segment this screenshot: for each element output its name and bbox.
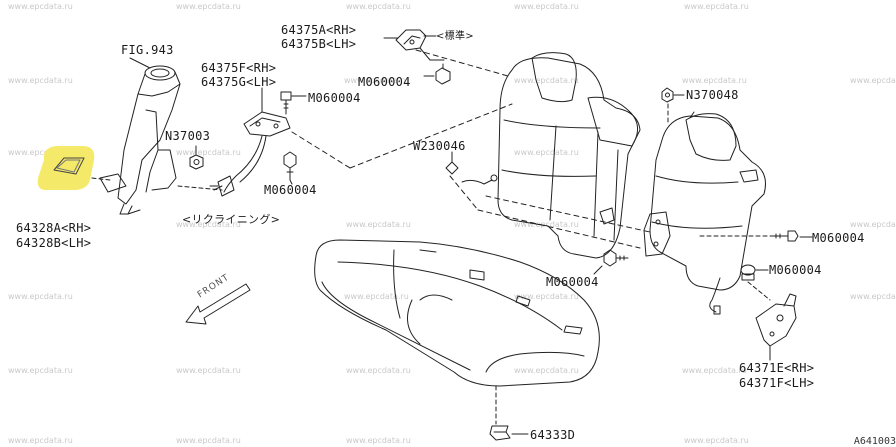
watermark: www.epcdata.ru <box>176 220 241 229</box>
label-64375b[interactable]: 64375B<LH> <box>281 37 357 51</box>
leader-line <box>593 265 603 275</box>
pillar-trim-panel <box>99 65 181 215</box>
highlighted-trim-cover[interactable] <box>37 146 95 190</box>
leader-line <box>213 185 223 191</box>
watermark: www.epcdata.ru <box>850 292 896 301</box>
hinge-bracket-64371e[interactable] <box>755 293 797 347</box>
watermark: www.epcdata.ru <box>346 436 411 445</box>
bolt-m060004[interactable] <box>283 151 297 181</box>
label-fig-943[interactable]: FIG.943 <box>121 43 174 57</box>
label-64375a[interactable]: 64375A<RH> <box>281 23 357 37</box>
watermark: www.epcdata.ru <box>514 76 579 85</box>
watermark: www.epcdata.ru <box>8 436 73 445</box>
label-m060004[interactable]: M060004 <box>812 231 865 245</box>
label-n370048[interactable]: N370048 <box>686 88 739 102</box>
label-64375f[interactable]: 64375F<RH> <box>201 61 277 75</box>
label-reclining-note: <リクライニング> <box>182 213 281 226</box>
watermark: www.epcdata.ru <box>8 366 73 375</box>
watermark: www.epcdata.ru <box>346 2 411 11</box>
bolt-m060004[interactable] <box>740 264 756 281</box>
label-w230046[interactable]: W230046 <box>413 139 466 153</box>
watermark: www.epcdata.ru <box>514 148 579 157</box>
front-direction-arrow <box>185 283 251 325</box>
label-64333d[interactable]: 64333D <box>530 428 576 442</box>
nut-n37003[interactable] <box>189 154 204 170</box>
watermark: www.epcdata.ru <box>176 366 241 375</box>
watermark: www.epcdata.ru <box>514 292 579 301</box>
rear-seatback-small[interactable] <box>643 111 766 291</box>
guide-line <box>291 131 351 169</box>
label-m060004[interactable]: M060004 <box>546 275 599 289</box>
watermark: www.epcdata.ru <box>8 148 73 157</box>
seatback-harness <box>709 277 721 315</box>
label-64371f[interactable]: 64371F<LH> <box>739 376 815 390</box>
clip-w230046[interactable] <box>445 161 498 185</box>
label-64328b[interactable]: 64328B<LH> <box>16 236 92 250</box>
label-m060004[interactable]: M060004 <box>308 91 361 105</box>
guide-line <box>449 175 479 211</box>
rear-seatback-cushion[interactable] <box>497 52 641 259</box>
label-standard-note: <標準> <box>436 31 474 42</box>
nut-n370048[interactable] <box>661 87 674 103</box>
watermark: www.epcdata.ru <box>176 436 241 445</box>
clip-64333d[interactable] <box>489 425 511 441</box>
label-m060004[interactable]: M060004 <box>358 75 411 89</box>
label-m060004[interactable]: M060004 <box>769 263 822 277</box>
watermark: www.epcdata.ru <box>344 76 409 85</box>
label-64375g[interactable]: 64375G<LH> <box>201 75 277 89</box>
label-64371e[interactable]: 64371E<RH> <box>739 361 815 375</box>
watermark: www.epcdata.ru <box>8 76 73 85</box>
watermark: www.epcdata.ru <box>682 366 747 375</box>
watermark: www.epcdata.ru <box>514 366 579 375</box>
label-m060004[interactable]: M060004 <box>264 183 317 197</box>
watermark: www.epcdata.ru <box>850 220 896 229</box>
watermark: www.epcdata.ru <box>346 366 411 375</box>
watermark: www.epcdata.ru <box>8 2 73 11</box>
watermark: www.epcdata.ru <box>850 76 896 85</box>
watermark: www.epcdata.ru <box>344 292 409 301</box>
guide-line <box>485 195 651 233</box>
watermark: www.epcdata.ru <box>682 76 747 85</box>
watermark: www.epcdata.ru <box>684 2 749 11</box>
watermark: www.epcdata.ru <box>684 436 749 445</box>
watermark: www.epcdata.ru <box>176 2 241 11</box>
label-n37003[interactable]: N37003 <box>165 129 211 143</box>
guide-line <box>747 281 771 301</box>
bolt-m060004[interactable] <box>280 91 292 115</box>
bolt-m060004[interactable] <box>603 249 629 267</box>
watermark: www.epcdata.ru <box>176 148 241 157</box>
figure-id: A641003 <box>853 436 896 447</box>
watermark: www.epcdata.ru <box>8 292 73 301</box>
watermark: www.epcdata.ru <box>514 2 579 11</box>
watermark: www.epcdata.ru <box>346 220 411 229</box>
bolt-m060004[interactable] <box>771 230 799 242</box>
watermark: www.epcdata.ru <box>514 220 579 229</box>
guide-line <box>349 103 513 169</box>
rear-seat-cushion[interactable] <box>314 239 600 387</box>
bolt-m060004[interactable] <box>435 63 451 85</box>
label-64328a[interactable]: 64328A<RH> <box>16 221 92 235</box>
leader-line <box>129 57 151 69</box>
guide-line <box>477 209 641 249</box>
leader-line <box>289 179 293 185</box>
